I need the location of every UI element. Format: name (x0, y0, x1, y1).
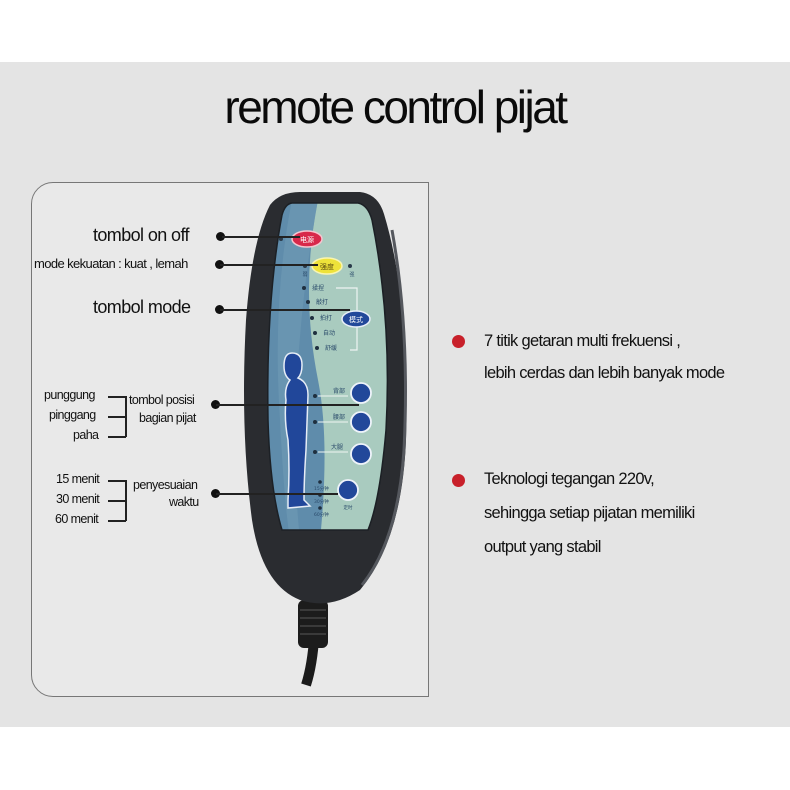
bracket-tick (108, 396, 126, 398)
bracket-tick (108, 500, 126, 502)
callout-line-position (216, 404, 359, 406)
callout-position-line2: bagian pijat (139, 411, 196, 425)
timer-option-1: 15分钟 (314, 485, 329, 492)
time-option-1: 15 menit (56, 472, 100, 486)
page-title: remote control pijat (224, 81, 568, 133)
callout-line-mode (220, 309, 350, 311)
timer-option-2: 30分钟 (314, 498, 329, 505)
body-part-label-3: 大腿 (331, 443, 343, 451)
feature-2-line-2: sehingga setiap pijatan memiliki (484, 504, 695, 522)
callout-dot-power (216, 232, 225, 241)
callout-dot-strength (215, 260, 224, 269)
callout-dot-mode (215, 305, 224, 314)
bracket-vertical (125, 396, 127, 437)
waist-button (350, 411, 372, 433)
timer-button (337, 479, 359, 501)
callout-dot-time (211, 489, 220, 498)
mode-button-label: 模式 (349, 315, 363, 324)
callout-strength-label: mode kekuatan : kuat , lemah (34, 256, 188, 271)
bracket-tick (108, 520, 126, 522)
callout-line-power (222, 236, 300, 238)
feature-1-line-2: lebih cerdas dan lebih banyak mode (484, 364, 725, 382)
strength-button (311, 257, 343, 275)
feature-2-line-3: output yang stabil (484, 538, 601, 556)
bracket-tick (108, 416, 126, 418)
callout-time-line1: penyesuaian (133, 478, 198, 492)
feature-1-line-1: 7 titik getaran multi frekuensi , (484, 332, 681, 350)
mode-label-1: 揉捏 (312, 284, 324, 292)
strength-button-label: 强度 (320, 262, 334, 271)
position-option-1: punggung (44, 388, 95, 402)
strength-high-label: 强 (349, 272, 354, 278)
callout-position-line1: tombol posisi (129, 393, 195, 407)
position-option-3: paha (73, 428, 99, 442)
cable-strain-relief (298, 600, 328, 648)
callout-line-strength (220, 264, 318, 266)
body-part-label-1: 背部 (333, 387, 345, 395)
timer-button-label: 定时 (344, 504, 353, 511)
power-button-label: 电源 (300, 235, 314, 244)
feature-2-line-1: Teknologi tegangan 220v, (484, 470, 655, 488)
back-button (350, 382, 372, 404)
mode-label-2: 敲打 (316, 298, 328, 306)
mode-label-4: 自动 (323, 329, 335, 337)
bracket-tick (108, 436, 126, 438)
time-option-2: 30 menit (56, 492, 100, 506)
strength-low-label: 弱 (302, 272, 307, 278)
callout-power-label: tombol on off (93, 225, 190, 245)
timer-option-3: 60分钟 (314, 511, 329, 518)
bracket-tick (108, 480, 126, 482)
bracket-vertical (125, 480, 127, 521)
mode-button (341, 310, 371, 328)
callout-line-time (216, 493, 338, 495)
power-button (291, 230, 323, 248)
callout-mode-label: tombol mode (93, 297, 191, 317)
callout-time-line2: waktu (169, 495, 199, 509)
feature-bullet-1 (452, 335, 465, 348)
callout-dot-position (211, 400, 220, 409)
mode-label-3: 拍打 (320, 314, 332, 322)
position-option-2: pinggang (49, 408, 96, 422)
thigh-button (350, 443, 372, 465)
mode-label-5: 舒缓 (325, 344, 337, 352)
time-option-3: 60 menit (55, 512, 99, 526)
body-part-label-2: 腰部 (333, 413, 345, 421)
feature-bullet-2 (452, 474, 465, 487)
body-figure-icon (283, 352, 312, 509)
